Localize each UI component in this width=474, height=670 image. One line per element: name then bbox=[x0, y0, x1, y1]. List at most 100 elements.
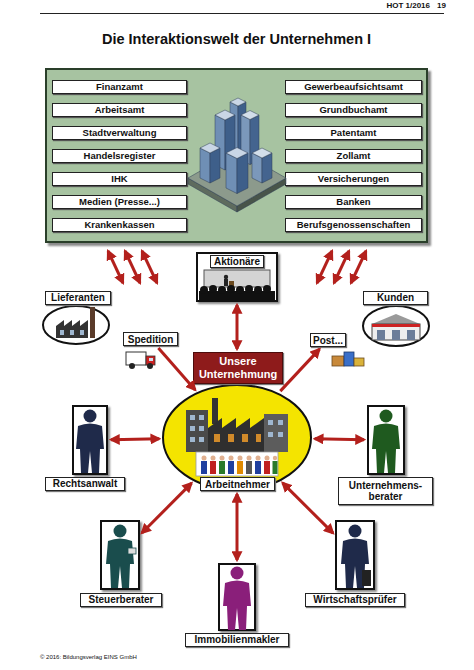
company-band: Unsere Unternehmung bbox=[193, 352, 283, 384]
page-label: HOT 1/2016 bbox=[360, 2, 430, 12]
city-illustration bbox=[215, 115, 225, 170]
city-illustration bbox=[262, 153, 272, 183]
person-label: Rechtsanwalt bbox=[45, 477, 125, 491]
decor-arrow bbox=[108, 251, 123, 283]
customer-store bbox=[372, 314, 420, 324]
authority-box: Handelsregister bbox=[52, 149, 187, 163]
workers-illustration bbox=[237, 461, 243, 474]
person-silhouette bbox=[362, 570, 371, 586]
diagram-title: Die Interaktionswelt der Unternehmen I bbox=[45, 31, 428, 53]
person-silhouette bbox=[106, 525, 134, 589]
person-silhouette bbox=[76, 410, 104, 474]
city-illustration bbox=[237, 178, 286, 212]
customer-store bbox=[372, 314, 420, 340]
supplier-circle: Lieferanten bbox=[42, 305, 110, 345]
node-text: Berufsgenossenschaften bbox=[297, 220, 411, 230]
audience-illustration bbox=[209, 285, 217, 293]
company-factory bbox=[278, 432, 283, 437]
customer-store bbox=[372, 324, 420, 340]
page-label: © 2016: Bildungsverlag EINS GmbH bbox=[40, 654, 260, 663]
customer-store bbox=[377, 330, 385, 340]
person-frame: Unternehmens- berater bbox=[367, 405, 405, 475]
circle-label: Kunden bbox=[363, 291, 428, 305]
city-illustration bbox=[238, 102, 246, 154]
workers-illustration bbox=[228, 461, 234, 474]
post-box: Post... bbox=[310, 333, 346, 347]
audience-illustration bbox=[254, 286, 262, 294]
city-illustration bbox=[188, 178, 237, 212]
customer-store bbox=[372, 324, 420, 327]
company-factory bbox=[199, 426, 204, 431]
workers-illustration bbox=[219, 461, 225, 474]
workers-illustration bbox=[273, 461, 278, 474]
connector-arrow bbox=[111, 437, 159, 441]
ellipse-outline bbox=[43, 306, 109, 344]
node-text: Versicherungen bbox=[318, 174, 389, 184]
city-illustration bbox=[230, 102, 238, 154]
audience-illustration bbox=[245, 285, 253, 293]
company-factory bbox=[199, 415, 204, 420]
truck-icon bbox=[146, 356, 155, 365]
connector-arrow bbox=[280, 349, 319, 391]
ellipse-outline bbox=[42, 305, 110, 345]
circle-label: Lieferanten bbox=[45, 291, 111, 305]
parcel-icon bbox=[354, 358, 364, 366]
city-illustration bbox=[226, 148, 248, 159]
city-illustration bbox=[200, 143, 220, 153]
decor-arrow bbox=[125, 251, 140, 283]
company-factory bbox=[186, 398, 288, 452]
node-text: Handelsregister bbox=[84, 151, 156, 161]
authority-box: Grundbuchamt bbox=[285, 103, 422, 117]
node-text: Zollamt bbox=[337, 151, 371, 161]
workers-illustration bbox=[202, 456, 207, 461]
authority-box: IHK bbox=[52, 172, 187, 186]
workers-illustration bbox=[255, 461, 261, 474]
city-illustration bbox=[188, 150, 286, 206]
decor-arrow bbox=[317, 251, 332, 283]
audience-illustration bbox=[263, 285, 271, 293]
node-text: Banken bbox=[336, 197, 370, 207]
person-silhouette bbox=[341, 525, 369, 589]
box-label: Aktionäre bbox=[210, 255, 264, 268]
node-text: Patentamt bbox=[331, 128, 377, 138]
supplier-factory bbox=[80, 330, 84, 335]
connector-arrow bbox=[142, 483, 192, 533]
employee-box: Arbeitnehmer bbox=[200, 477, 275, 491]
company-factory bbox=[190, 426, 195, 431]
connector-arrow bbox=[283, 483, 334, 533]
city-illustration bbox=[237, 153, 248, 194]
city-illustration bbox=[230, 98, 246, 106]
city-illustration bbox=[188, 98, 286, 212]
city-illustration bbox=[215, 110, 235, 120]
person-label: Unternehmens- berater bbox=[338, 477, 433, 505]
workers-illustration bbox=[196, 452, 278, 476]
person-silhouette bbox=[372, 410, 400, 474]
authority-box: Berufsgenossenschaften bbox=[285, 218, 422, 232]
authority-box: Zollamt bbox=[285, 149, 422, 163]
header-rule bbox=[40, 13, 444, 14]
parcel-icon bbox=[332, 352, 364, 366]
person-frame: Wirtschaftsprüfer bbox=[335, 520, 375, 590]
workers-illustration bbox=[220, 456, 225, 461]
decor-arrow bbox=[142, 251, 157, 283]
audience-illustration bbox=[224, 275, 228, 279]
node-text: Finanzamt bbox=[96, 82, 143, 92]
city-illustration bbox=[241, 111, 259, 120]
connector-arrow bbox=[315, 437, 364, 441]
audience-illustration bbox=[236, 286, 244, 294]
company-factory bbox=[256, 434, 261, 442]
ellipse-outline bbox=[362, 305, 430, 347]
authority-box: Krankenkassen bbox=[52, 218, 187, 232]
city-illustration bbox=[226, 153, 237, 194]
company-factory bbox=[190, 437, 195, 442]
audience-illustration bbox=[204, 270, 270, 287]
city-illustration bbox=[241, 115, 250, 165]
node-text: Arbeitnehmer bbox=[205, 479, 270, 490]
node-text: Post... bbox=[313, 335, 343, 346]
workers-illustration bbox=[229, 456, 234, 461]
connector-arrow bbox=[158, 348, 195, 390]
customer-circle: Kunden bbox=[362, 305, 430, 347]
customer-store bbox=[392, 330, 400, 340]
authority-box: Versicherungen bbox=[285, 172, 422, 186]
